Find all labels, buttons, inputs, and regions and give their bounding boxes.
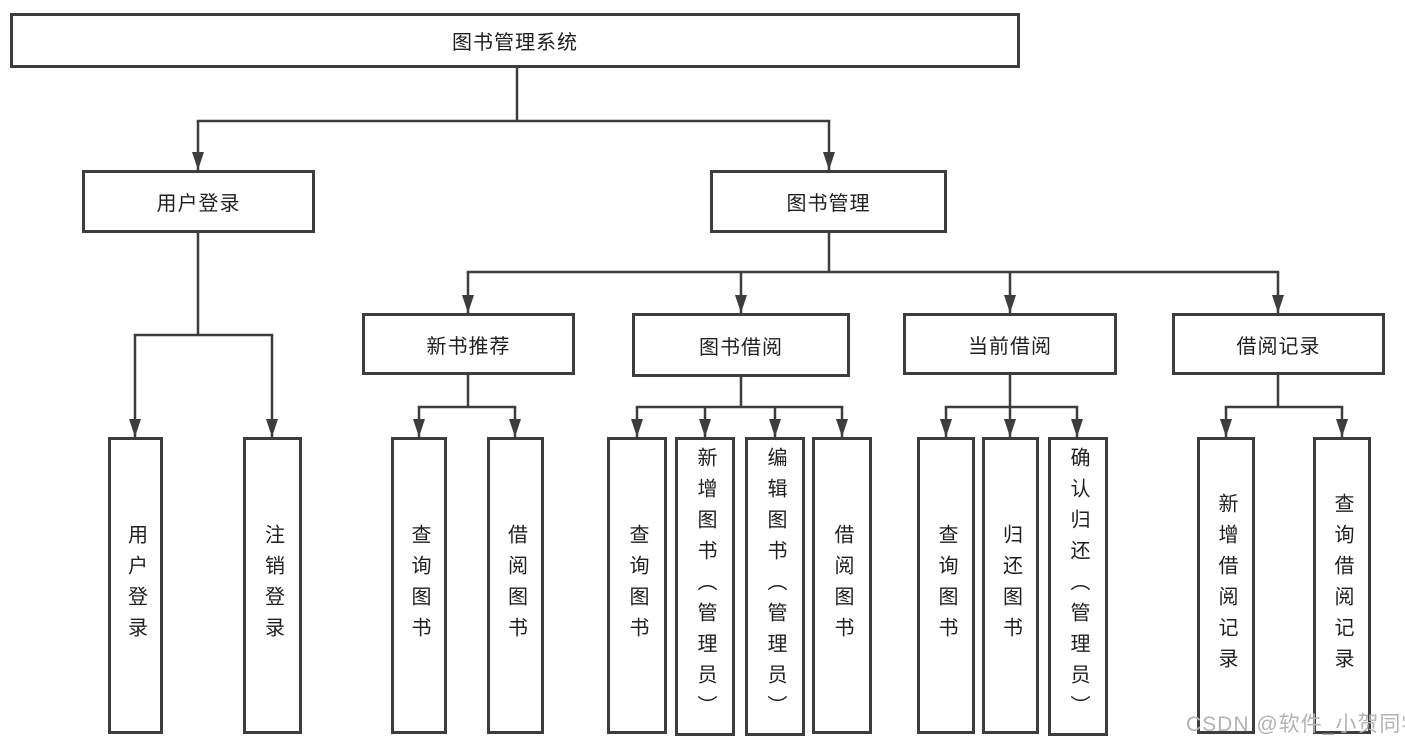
node-leaf-add-borrow-record: 新增借阅记录 — [1197, 437, 1255, 734]
node-leaf-bor-add-books-label: 新增图书（管理员） — [694, 447, 716, 726]
node-book-management-label: 图书管理 — [786, 193, 871, 215]
node-leaf-bor-borrow-books: 借阅图书 — [812, 437, 872, 734]
node-leaf-cur-query-books-label: 查询图书 — [935, 523, 957, 648]
node-root-label: 图书管理系统 — [452, 32, 578, 54]
node-leaf-cur-query-books: 查询图书 — [917, 437, 975, 734]
node-leaf-cur-confirm-return: 确认归还（管理员） — [1048, 437, 1108, 736]
node-leaf-login-label: 用户登录 — [124, 523, 147, 648]
node-leaf-rec-query-books: 查询图书 — [391, 437, 447, 734]
node-borrowing-records: 借阅记录 — [1172, 313, 1385, 375]
node-book-management: 图书管理 — [710, 170, 947, 233]
node-leaf-logout-label: 注销登录 — [261, 523, 284, 648]
node-leaf-query-borrow-record: 查询借阅记录 — [1313, 437, 1371, 734]
edge-records-children — [1224, 373, 1344, 409]
edge-user-login-children — [133, 231, 274, 337]
node-leaf-bor-query-books-label: 查询图书 — [626, 523, 648, 648]
edge-recommend-children — [417, 373, 517, 409]
node-current-borrowing: 当前借阅 — [903, 313, 1117, 375]
node-leaf-bor-add-books: 新增图书（管理员） — [675, 437, 735, 736]
node-leaf-rec-borrow-books-label: 借阅图书 — [504, 523, 527, 648]
node-leaf-rec-borrow-books: 借阅图书 — [487, 437, 544, 734]
node-leaf-cur-confirm-return-label: 确认归还（管理员） — [1067, 447, 1089, 726]
node-user-login-label: 用户登录 — [156, 193, 241, 215]
node-leaf-bor-query-books: 查询图书 — [607, 437, 667, 734]
edge-current-children — [944, 373, 1079, 409]
node-borrowing-records-label: 借阅记录 — [1236, 335, 1321, 358]
node-book-borrowing-label: 图书借阅 — [699, 336, 783, 359]
node-leaf-cur-return-books-label: 归还图书 — [999, 523, 1022, 648]
edge-borrowing-children — [635, 375, 844, 409]
node-leaf-query-borrow-record-label: 查询借阅记录 — [1331, 492, 1353, 679]
node-leaf-add-borrow-record-label: 新增借阅记录 — [1215, 492, 1237, 679]
node-new-book-recommend: 新书推荐 — [362, 313, 575, 375]
node-book-borrowing: 图书借阅 — [632, 313, 850, 377]
node-leaf-logout: 注销登录 — [243, 437, 302, 734]
node-new-book-recommend-label: 新书推荐 — [426, 335, 511, 358]
csdn-watermark: CSDN @软件_小贺同学 — [1186, 713, 1405, 736]
node-leaf-bor-edit-books-label: 编辑图书（管理员） — [764, 447, 786, 726]
node-user-login: 用户登录 — [82, 170, 315, 233]
node-leaf-login: 用户登录 — [108, 437, 163, 734]
node-root-system: 图书管理系统 — [10, 13, 1020, 68]
node-current-borrowing-label: 当前借阅 — [968, 335, 1052, 358]
node-leaf-cur-return-books: 归还图书 — [982, 437, 1039, 734]
edge-root-to-level1 — [196, 66, 831, 123]
node-leaf-bor-borrow-books-label: 借阅图书 — [831, 523, 853, 648]
node-leaf-bor-edit-books: 编辑图书（管理员） — [745, 437, 805, 736]
edge-book-management-children — [466, 231, 1280, 274]
node-leaf-rec-query-books-label: 查询图书 — [408, 523, 430, 648]
